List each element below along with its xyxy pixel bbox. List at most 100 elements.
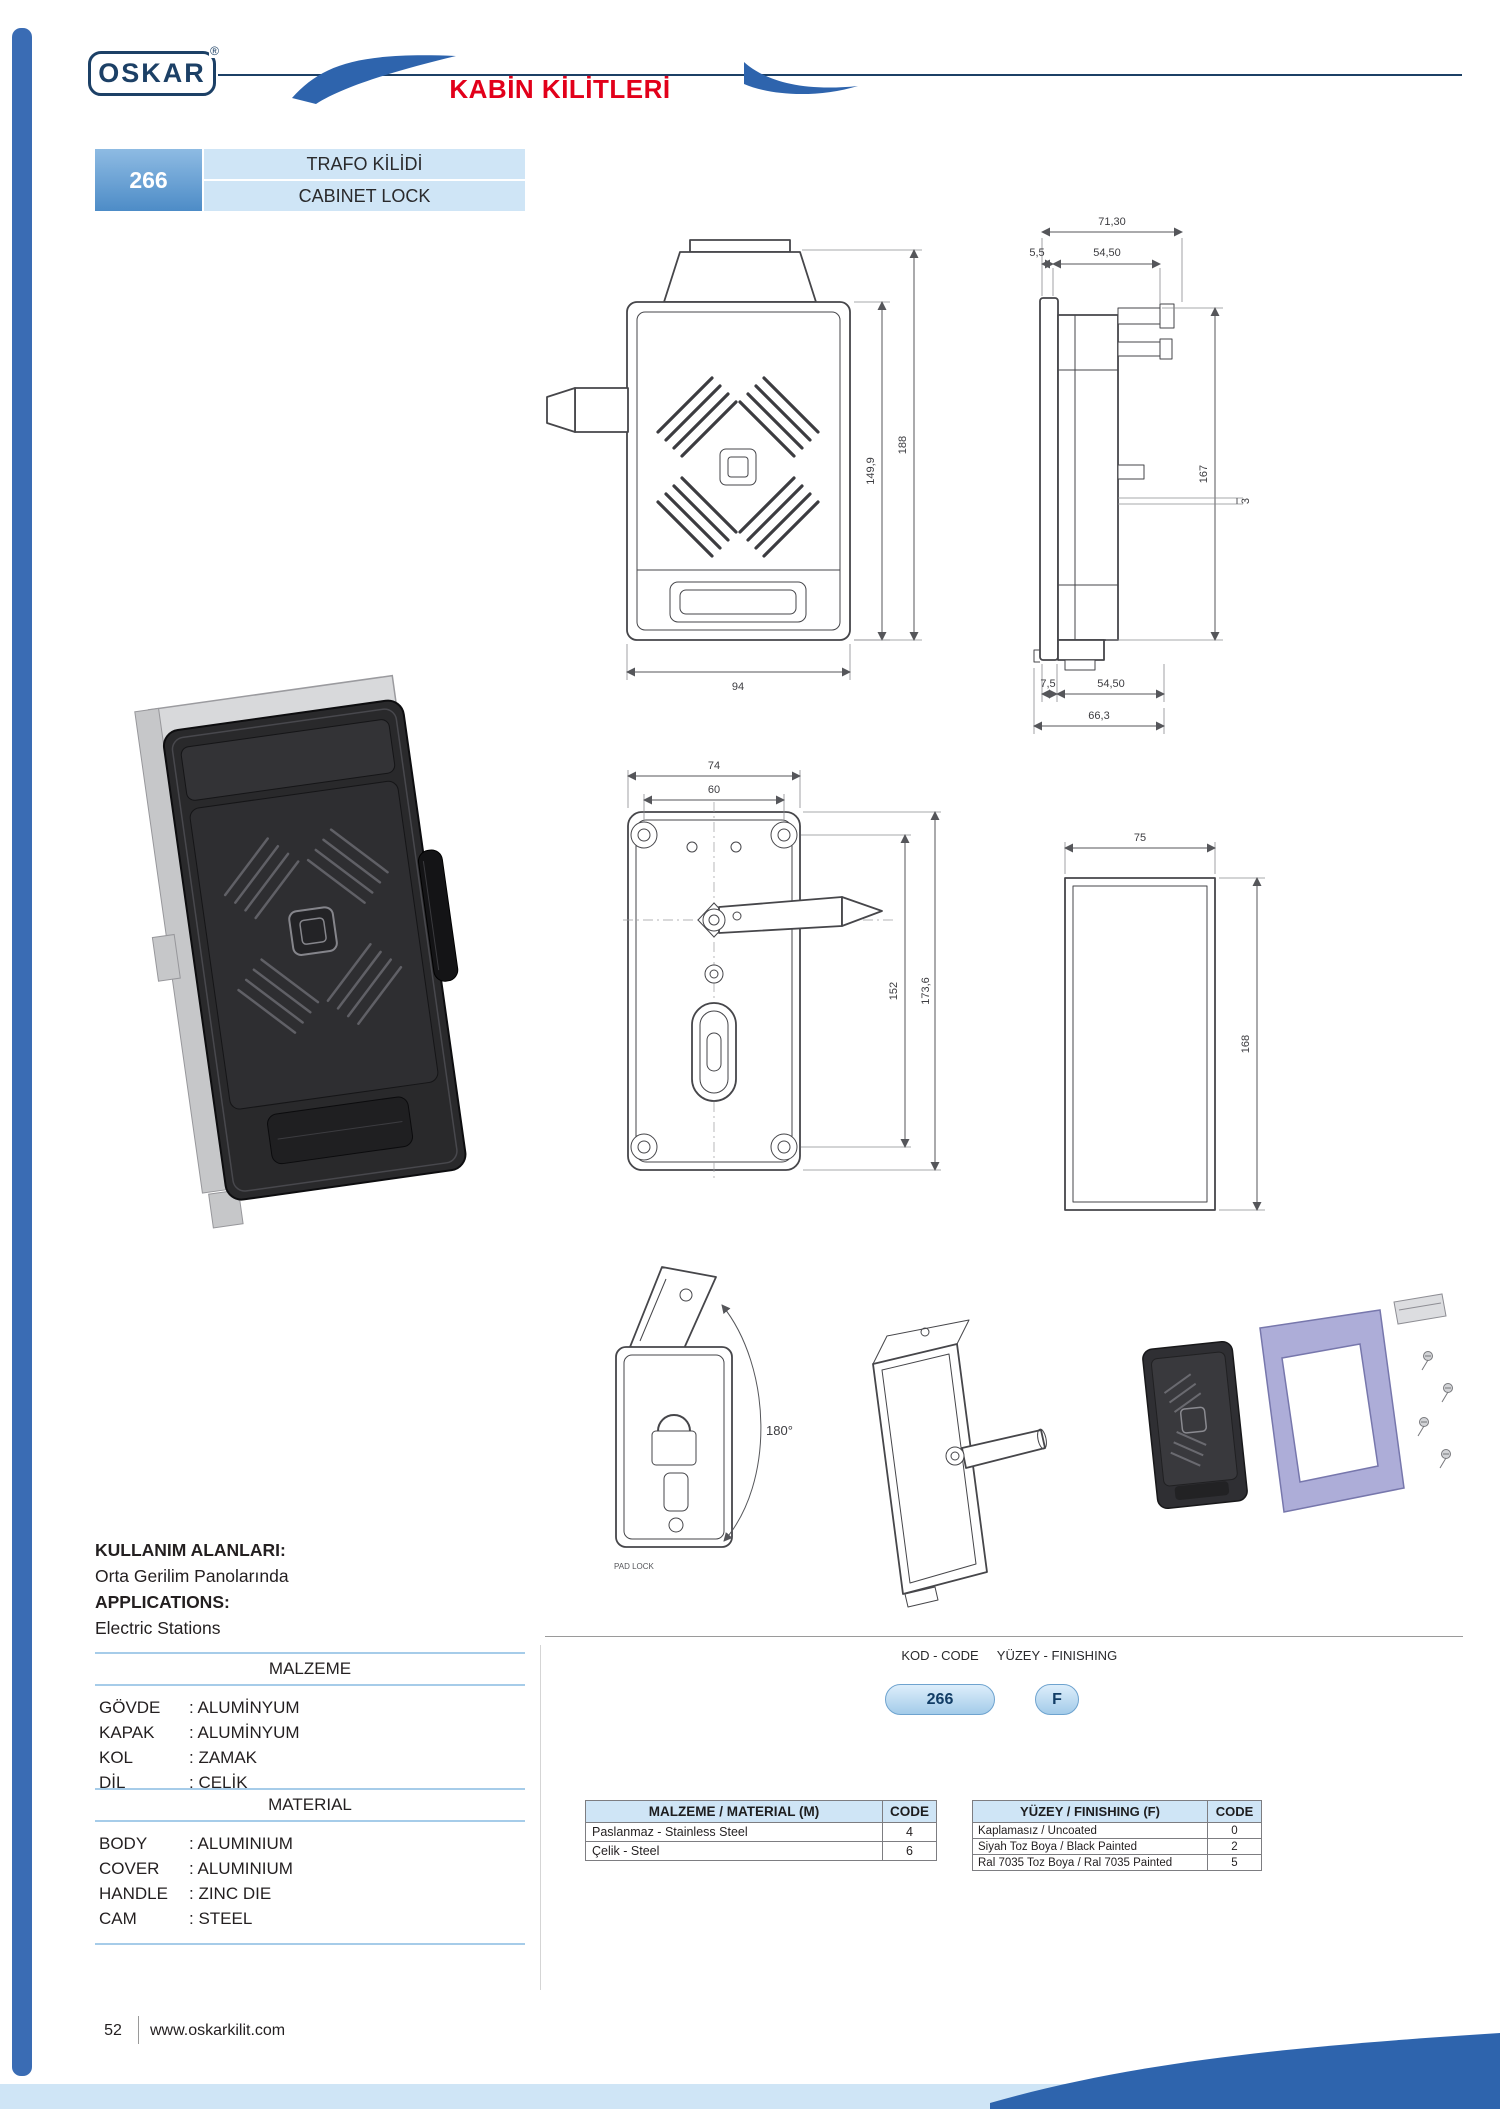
- product-code-box: 266: [95, 149, 202, 211]
- product-name-tr: TRAFO KİLİDİ: [204, 149, 525, 179]
- material-spec-en: MATERIAL BODY : ALUMINIUM COVER : ALUMINIU…: [95, 1788, 525, 1945]
- spec-header-en: MATERIAL: [95, 1788, 525, 1822]
- finishing-label: YÜZEY - FINISHING: [996, 1648, 1118, 1663]
- material-code: 4: [882, 1822, 937, 1842]
- render-vents: [223, 828, 403, 1034]
- exploded-view-drawing: [1142, 1293, 1453, 1513]
- dim-cutout-height: 168: [1240, 1035, 1252, 1053]
- finishing-name: Siyah Toz Boya / Black Painted: [972, 1838, 1208, 1855]
- spec-header-tr: MALZEME: [95, 1652, 525, 1686]
- header-swoosh-right: [744, 62, 858, 95]
- spec-label: HANDLE: [99, 1884, 168, 1903]
- product-code-badge: 266: [885, 1684, 995, 1715]
- spec-value: : ALUMINIUM: [189, 1834, 293, 1853]
- material-code: 6: [882, 1841, 937, 1861]
- spec-row: GÖVDE : ALUMİNYUM: [99, 1695, 525, 1720]
- table-row: Kaplamasız / Uncoated 0: [972, 1822, 1262, 1839]
- dim-back-height-inner: 152: [888, 982, 900, 1000]
- spec-label: BODY: [99, 1834, 148, 1853]
- side-view-body: [1033, 297, 1175, 671]
- material-code-table: MALZEME / MATERIAL (M) CODE Paslanmaz - …: [585, 1800, 937, 1861]
- brand-logo-text: OSKAR: [98, 58, 206, 88]
- mounting-holes: [630, 821, 798, 1161]
- table-header-row: YÜZEY / FINISHING (F) CODE: [972, 1800, 1262, 1823]
- dim-back-width-inner: 60: [708, 784, 720, 796]
- dim-side-top-width: 71,30: [1098, 216, 1126, 228]
- footer-divider: [138, 2016, 139, 2044]
- header-graphic: [218, 55, 1462, 104]
- finishing-name: Ral 7035 Toz Boya / Ral 7035 Painted: [972, 1854, 1208, 1871]
- back-view-drawing: 74 60 152 173,6: [623, 760, 941, 1180]
- finishing-name: Kaplamasız / Uncoated: [972, 1822, 1208, 1839]
- back-view-body: [623, 802, 893, 1180]
- finishing-code: 5: [1207, 1854, 1262, 1871]
- spec-value: : ZAMAK: [189, 1748, 258, 1767]
- cutout-outline: [1064, 877, 1216, 1211]
- finishing-code: 0: [1207, 1822, 1262, 1839]
- mounting-bracket: [1393, 1293, 1447, 1325]
- spec-label: COVER: [99, 1859, 160, 1878]
- table-row: Siyah Toz Boya / Black Painted 2: [972, 1838, 1262, 1855]
- spec-label: KAPAK: [99, 1723, 155, 1742]
- table-row: Çelik - Steel 6: [585, 1841, 937, 1861]
- dim-side-bottom-width: 66,3: [1088, 710, 1109, 722]
- mounting-screws: [1417, 1351, 1453, 1469]
- material-spec-tr: MALZEME GÖVDE : ALUMİNYUM KAPAK : ALUMİNYU…: [95, 1652, 525, 1809]
- rotation-arc: [721, 1304, 762, 1542]
- dim-side-top-offset: 5,5: [1029, 247, 1044, 259]
- open-view-drawing: 180° PAD LOCK: [614, 1266, 793, 1571]
- usage-value-tr: Orta Gerilim Panolarında: [95, 1566, 289, 1586]
- vent-pattern: [656, 376, 820, 558]
- side-view-dimensions: 71,30 5,5 54,50 167 3 7,5 54,50: [1029, 216, 1252, 734]
- gasket-frame: [1259, 1309, 1405, 1513]
- spec-value: : ÇELİK: [189, 1773, 248, 1792]
- spec-value: : ALUMINIUM: [189, 1859, 293, 1878]
- exploded-lock-body: [1142, 1340, 1248, 1510]
- table-row: Ral 7035 Toz Boya / Ral 7035 Painted 5: [972, 1854, 1262, 1871]
- material-name: Paslanmaz - Stainless Steel: [585, 1822, 883, 1842]
- table-header-row: MALZEME / MATERIAL (M) CODE: [585, 1800, 937, 1823]
- padlock-shackle: [657, 1414, 691, 1432]
- handle-extended: [961, 1429, 1046, 1469]
- cutout-dimensions: 75 168: [1064, 832, 1265, 1211]
- render-lock: [134, 674, 467, 1229]
- product-name-en: CABINET LOCK: [204, 181, 525, 211]
- usage-label-en: APPLICATIONS:: [95, 1592, 230, 1612]
- render-emblem: [288, 906, 338, 956]
- finishing-code-badge: F: [1035, 1684, 1079, 1715]
- spec-label: GÖVDE: [99, 1698, 161, 1717]
- dim-side-thickness: 3: [1240, 498, 1252, 504]
- material-table-code-header: CODE: [882, 1800, 937, 1823]
- spec-value: : STEEL: [189, 1909, 253, 1928]
- cam-mechanism: [697, 896, 883, 984]
- spec-row: CAM: STEEL: [99, 1906, 525, 1931]
- logo-emblem: [719, 448, 757, 486]
- dim-front-width: 94: [732, 681, 744, 693]
- brand-logo: OSKAR ®: [88, 44, 220, 96]
- footer-swoosh: [990, 2033, 1500, 2109]
- render-handle: [417, 849, 459, 982]
- spec-value: : ALUMİNYUM: [189, 1698, 300, 1717]
- open-lock-body: [615, 1266, 733, 1548]
- dim-side-height: 167: [1198, 465, 1210, 483]
- rotation-angle-label: 180°: [766, 1423, 793, 1438]
- finishing-code: 2: [1207, 1838, 1262, 1855]
- finishing-table-title: YÜZEY / FINISHING (F): [972, 1800, 1208, 1823]
- dim-side-top-span: 54,50: [1093, 247, 1121, 259]
- spec-row: HANDLE: ZINC DIE: [99, 1881, 525, 1906]
- spec-label: KOL: [99, 1748, 134, 1767]
- left-accent-bar: [12, 28, 32, 2076]
- front-view-dimensions: 149,9 188 94: [626, 249, 922, 693]
- page-number: 52: [104, 2022, 122, 2039]
- spec-label: DİL: [99, 1773, 126, 1792]
- product-render: [134, 674, 467, 1229]
- dim-side-bottom-span: 54,50: [1097, 678, 1125, 690]
- website-link[interactable]: www.oskarkilit.com: [150, 2022, 286, 2039]
- front-view-drawing: 149,9 188 94: [546, 239, 922, 693]
- open-view-2-drawing: [872, 1319, 1047, 1608]
- registered-trademark-icon: ®: [209, 44, 220, 58]
- back-view-dimensions: 74 60 152 173,6: [627, 760, 941, 1171]
- finishing-code-table: YÜZEY / FINISHING (F) CODE Kaplamasız / …: [972, 1800, 1262, 1871]
- dim-front-height-outer: 188: [897, 436, 909, 454]
